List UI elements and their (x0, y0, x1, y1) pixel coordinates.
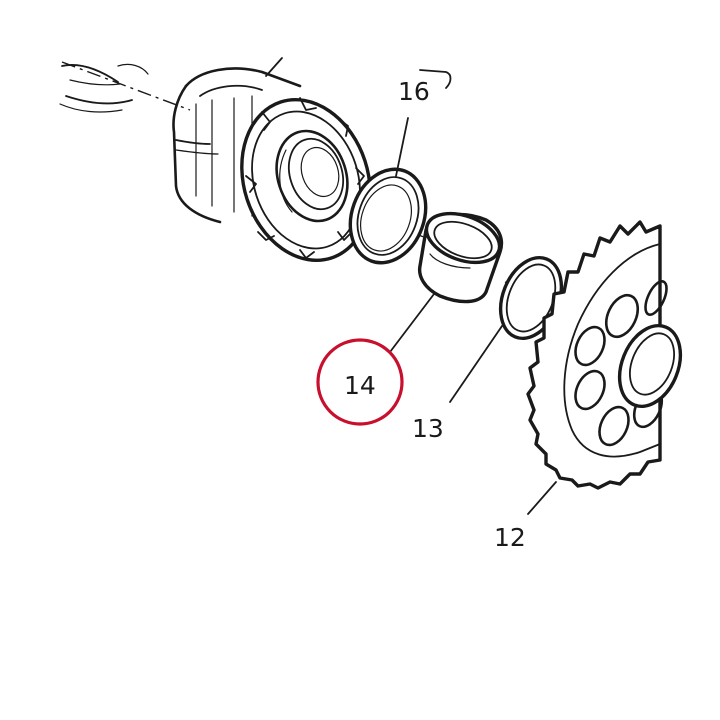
part-14-spacer-sleeve (389, 211, 504, 353)
label-part-16: 16 (398, 77, 430, 106)
highlight-circle (316, 338, 404, 426)
part-16-seal-ring (348, 117, 428, 265)
wheel-rim-fragment (59, 63, 452, 113)
sprocket-carrier-hub (172, 57, 372, 263)
part-12-rear-sprocket (526, 220, 683, 515)
label-part-13: 13 (412, 414, 444, 443)
label-part-14: 14 (344, 371, 376, 400)
label-part-12: 12 (494, 523, 526, 552)
